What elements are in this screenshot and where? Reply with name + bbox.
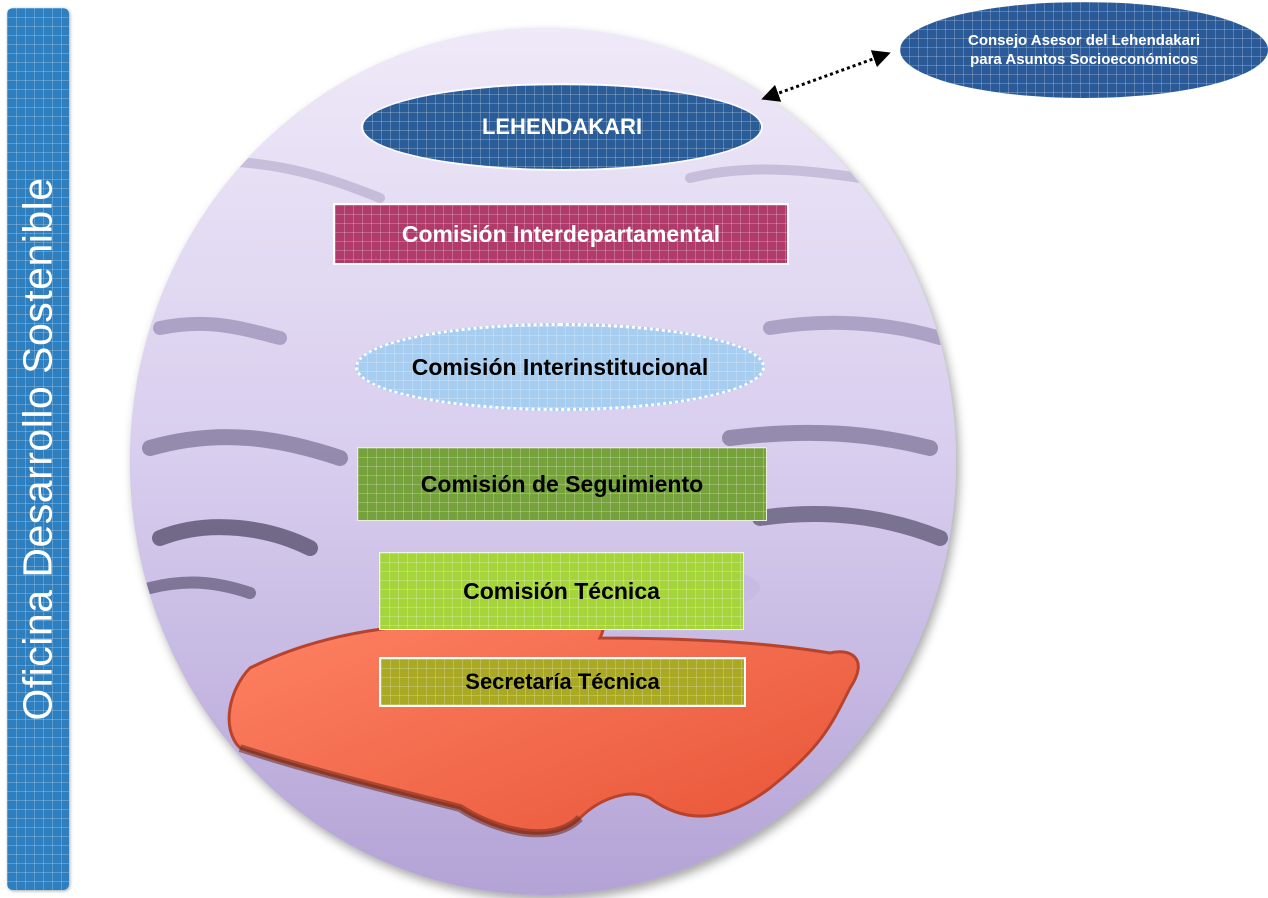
consejo-asesor-node: Consejo Asesor del Lehendakari para Asun… <box>900 2 1268 98</box>
secretaria-tecnica-label: Secretaría Técnica <box>465 669 660 694</box>
comision-tecnica-label: Comisión Técnica <box>463 577 660 604</box>
lehendakari-label: LEHENDAKARI <box>481 114 643 139</box>
comision-interinstitucional-node: Comisión Interinstitucional <box>355 323 765 411</box>
comision-tecnica-node: Comisión Técnica <box>379 552 744 630</box>
side-banner: Oficina Desarrollo Sostenible <box>7 8 69 890</box>
comision-interinstitucional-label: Comisión Interinstitucional <box>411 353 709 380</box>
comision-interdepartamental-node: Comisión Interdepartamental <box>333 203 789 265</box>
side-banner-label: Oficina Desarrollo Sostenible <box>14 177 61 721</box>
comision-seguimiento-node: Comisión de Seguimiento <box>357 447 767 521</box>
secretaria-tecnica-node: Secretaría Técnica <box>379 657 746 707</box>
consejo-asesor-label-line1: Consejo Asesor del Lehendakari <box>967 32 1201 49</box>
consejo-asesor-label-line2: para Asuntos Socioeconómicos <box>970 51 1198 68</box>
comision-seguimiento-label: Comisión de Seguimiento <box>420 470 704 497</box>
lehendakari-node: LEHENDAKARI <box>363 85 761 169</box>
comision-interdepartamental-label: Comisión Interdepartamental <box>401 220 721 247</box>
